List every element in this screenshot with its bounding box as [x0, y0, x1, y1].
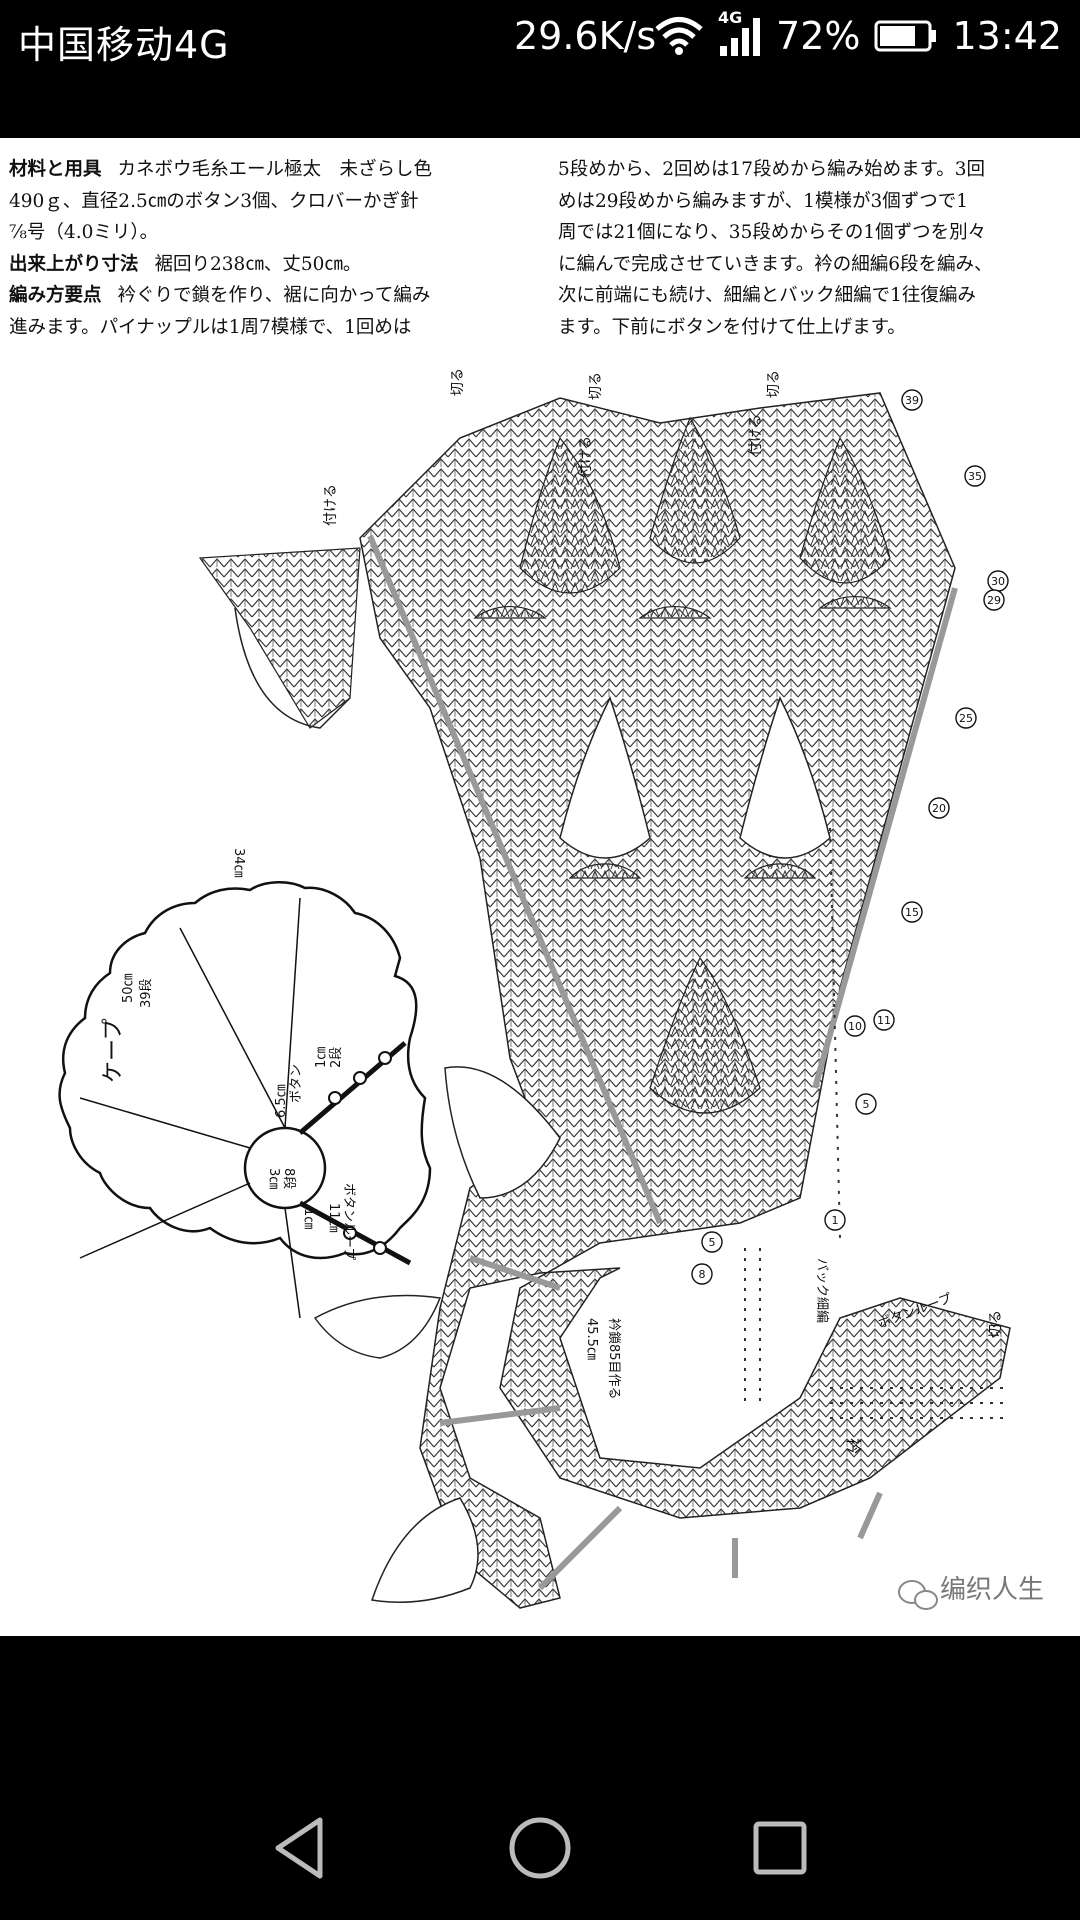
label-collar-stitch: 衿鎖85目作る [606, 1318, 622, 1400]
row-num-1: 1 [832, 1214, 839, 1227]
watermark-text: 编织人生 [940, 1575, 1044, 1605]
label-rows-8: 8段 [281, 1168, 296, 1189]
label-len-455: 45.5㎝ [584, 1318, 599, 1360]
wifi-icon [655, 17, 703, 55]
label-attach-2: 付ける [578, 436, 594, 478]
label-len-1b: 1㎝ [301, 1208, 316, 1229]
row-num-29: 29 [987, 594, 1001, 607]
label-cut-2: 切る [588, 372, 604, 400]
clock: 13:42 [952, 14, 1062, 58]
crochet-diagram: 切る 切る 切る 切る 付ける 付ける 付ける ケープ 34㎝ 50㎝ 39段 … [58, 368, 1044, 1610]
method-text-2: 進みます。パイナップルは1周7模様で、1回めは [9, 316, 412, 338]
label-cut-4: 切る [988, 1310, 1004, 1338]
row-num-10: 10 [848, 1020, 862, 1033]
home-icon[interactable] [500, 1808, 580, 1888]
right-line-4: に編んで完成させていきます。衿の細編6段を編み、 [558, 253, 993, 275]
image-viewer[interactable]: 材料と用具カネボウ毛糸エール極太 未ざらし色 490ｇ、直径2.5㎝のボタン3個… [0, 138, 1080, 1636]
row-num-30: 30 [991, 575, 1005, 588]
status-icons: 4G 72% 13:42 [654, 8, 1062, 58]
text-column-right: 5段めから、2回めは17段めから編み始めます。3回 めは29段めから編みますが、… [558, 154, 1074, 343]
right-line-3: 周では21個になり、35段めからその1個ずつを別々 [558, 222, 987, 243]
materials-label: 材料と用具 [9, 159, 102, 180]
right-line-1: 5段めから、2回めは17段めから編み始めます。3回 [558, 159, 986, 180]
row-num-5b: 5 [709, 1236, 716, 1249]
wechat-icon [898, 1580, 938, 1610]
navigation-bar [0, 1636, 1080, 1920]
method-text-1: 衿ぐりで鎖を作り、裾に向かって編み [117, 285, 431, 306]
size-line: 出来上がり寸法裾回り238㎝、丈50㎝。 [9, 249, 529, 281]
row-num-39: 39 [905, 394, 919, 407]
text-column-left: 材料と用具カネボウ毛糸エール極太 未ざらし色 490ｇ、直径2.5㎝のボタン3個… [9, 154, 529, 343]
label-len-34: 34㎝ [231, 848, 246, 878]
label-button: ボタン [289, 1064, 304, 1103]
materials-text-3: ⅞号（4.0ミリ）。 [9, 222, 159, 243]
size-text: 裾回り238㎝、丈50㎝。 [154, 253, 362, 275]
battery-icon [874, 20, 937, 52]
label-attach-1: 付ける [323, 484, 339, 526]
recents-icon[interactable] [740, 1808, 820, 1888]
right-line-6: ます。下前にボタンを付けて仕上げます。 [558, 316, 906, 338]
label-button-loop: ボタンループ [341, 1183, 356, 1260]
carrier-name: 中国移动4G [18, 23, 230, 67]
materials-text-1: カネボウ毛糸エール極太 未ざらし色 [117, 159, 433, 180]
label-cut-1: 切る [450, 368, 466, 396]
status-bar: 中国移动4G 29.6K/s 4G 72% 13:42 [0, 0, 1080, 78]
size-label: 出来上がり寸法 [9, 253, 139, 275]
method-line-1: 編み方要点衿ぐりで鎖を作り、裾に向かって編み [9, 280, 529, 312]
row-numbers: 39 35 30 29 25 20 15 11 10 5 1 5 8 [691, 389, 1009, 1285]
watermark: 编织人生 [898, 1575, 1044, 1610]
label-attach-3: 付ける [748, 414, 764, 456]
cape-schematic [58, 881, 432, 1319]
stitch-chart [198, 392, 1011, 1609]
right-line-5: 次に前端にも続け、細編とバック細編で1往復編み [558, 285, 976, 306]
label-len-50: 50㎝ [121, 973, 136, 1003]
row-num-35: 35 [968, 470, 982, 483]
network-type: 4G [718, 8, 743, 27]
label-cut-3: 切る [766, 370, 782, 398]
signal-icon: 4G [718, 8, 762, 58]
network-speed: 29.6K/s [514, 14, 657, 58]
label-collar: 衿 [844, 1438, 863, 1454]
back-icon[interactable] [262, 1808, 342, 1888]
label-cape: ケープ [101, 1018, 126, 1083]
label-len-3: 3㎝ [266, 1168, 281, 1189]
label-back-sc: バック細編 [814, 1258, 830, 1323]
row-num-25: 25 [959, 712, 973, 725]
materials-text-2: 490ｇ、直径2.5㎝のボタン3個、クロバーかぎ針 [9, 190, 419, 212]
row-num-8: 8 [699, 1268, 706, 1281]
method-label: 編み方要点 [9, 285, 102, 306]
label-rows-39: 39段 [139, 978, 154, 1008]
row-num-5: 5 [863, 1098, 870, 1111]
row-num-11: 11 [877, 1014, 891, 1027]
right-line-2: めは29段めから編みますが、1模様が3個ずつで1 [558, 190, 968, 212]
row-num-15: 15 [905, 906, 919, 919]
materials-line-1: 材料と用具カネボウ毛糸エール極太 未ざらし色 [9, 154, 529, 186]
label-len-1a: 1㎝ [314, 1047, 329, 1068]
row-num-20: 20 [932, 802, 946, 815]
label-len-11: 11㎝ [326, 1203, 341, 1233]
label-len-65: 6.5㎝ [274, 1084, 289, 1118]
battery-percent: 72% [776, 14, 861, 58]
label-rows-2: 2段 [329, 1047, 344, 1068]
